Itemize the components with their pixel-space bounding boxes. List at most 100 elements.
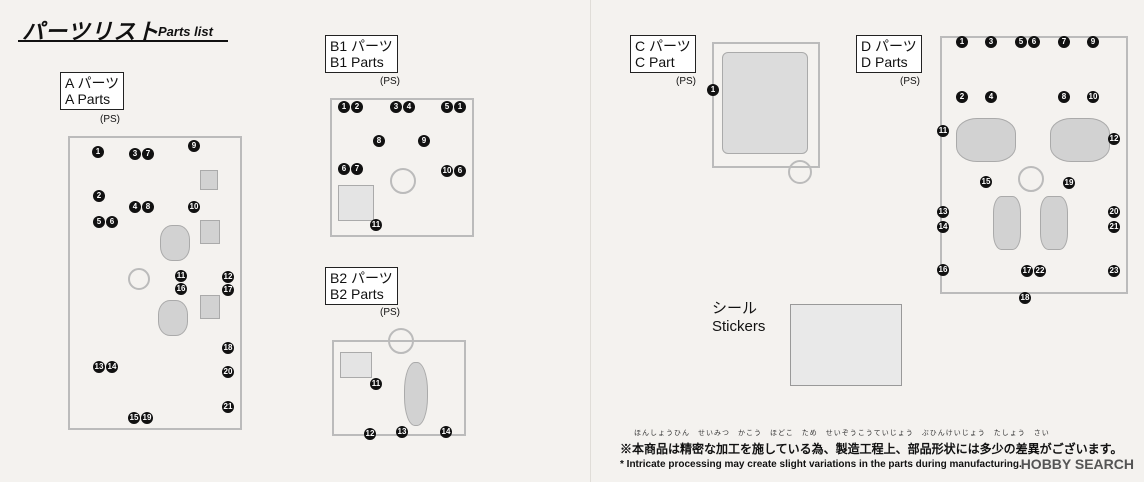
runner-d-number-badge: 6 <box>1028 36 1040 48</box>
runner-b1-gate-ring <box>390 168 416 194</box>
runner-d-number-badge: 10 <box>1087 91 1099 103</box>
runner-b2-label-jp: B2 パーツ <box>330 270 393 286</box>
runner-a-part <box>200 220 220 244</box>
runner-b1-number-badge: 1 <box>338 101 350 113</box>
runner-a-number-badge: 5 <box>93 216 105 228</box>
runner-c-label-en: C Part <box>635 54 675 70</box>
runner-a-number-badge: 3 <box>129 148 141 160</box>
runner-a-part <box>158 300 188 336</box>
runner-d-number-badge: 14 <box>937 221 949 233</box>
runner-a-number-badge: 18 <box>222 342 234 354</box>
runner-a-number-badge: 11 <box>175 270 187 282</box>
runner-a-number-badge: 4 <box>129 201 141 213</box>
runner-c-material: (PS) <box>676 76 696 87</box>
runner-b1-frame <box>330 98 474 237</box>
runner-b1-number-badge: 11 <box>370 219 382 231</box>
runner-d-number-badge: 2 <box>956 91 968 103</box>
runner-a-number-badge: 1 <box>92 146 104 158</box>
runner-c-label: C パーツ C Part <box>630 35 696 73</box>
runner-b1-label: B1 パーツ B1 Parts <box>325 35 398 73</box>
runner-d-frame <box>940 36 1128 294</box>
runner-d-material: (PS) <box>900 76 920 87</box>
runner-d-gate-ring <box>1018 166 1044 192</box>
runner-b2-number-badge: 12 <box>364 428 376 440</box>
runner-d-number-badge: 23 <box>1108 265 1120 277</box>
runner-a-number-badge: 15 <box>128 412 140 424</box>
runner-b2-part <box>404 362 428 426</box>
runner-a-number-badge: 19 <box>141 412 153 424</box>
title-underline <box>18 40 228 42</box>
runner-b1-number-badge: 7 <box>351 163 363 175</box>
runner-b2-label: B2 パーツ B2 Parts <box>325 267 398 305</box>
runner-a-number-badge: 12 <box>222 271 234 283</box>
note-ruby: ほんしょうひん せいみつ かこう ほどこ ため せいぞうこうていじょう ぶひんけ… <box>634 430 1050 437</box>
runner-b2-gate-ring <box>388 328 414 354</box>
runner-a-number-badge: 7 <box>142 148 154 160</box>
runner-b1-label-jp: B1 パーツ <box>330 38 393 54</box>
runner-b1-number-badge: 1 <box>454 101 466 113</box>
runner-a-number-badge: 6 <box>106 216 118 228</box>
runner-c-label-jp: C パーツ <box>635 38 691 54</box>
runner-a-label-jp: A パーツ <box>65 75 120 91</box>
runner-b1-number-badge: 9 <box>418 135 430 147</box>
runner-d-label-jp: D パーツ <box>861 38 917 54</box>
runner-b2-number-badge: 14 <box>440 426 452 438</box>
stickers-label: シール Stickers <box>712 300 765 336</box>
runner-d-number-badge: 22 <box>1034 265 1046 277</box>
runner-d-number-badge: 19 <box>1063 177 1075 189</box>
runner-a-gate-ring <box>128 268 150 290</box>
runner-b1-number-badge: 2 <box>351 101 363 113</box>
runner-d-part <box>1040 196 1068 250</box>
runner-d-part <box>1050 118 1110 162</box>
runner-b1-label-en: B1 Parts <box>330 54 384 70</box>
runner-d-number-badge: 4 <box>985 91 997 103</box>
runner-d-number-badge: 1 <box>956 36 968 48</box>
runner-a-frame <box>68 136 242 430</box>
runner-b1-number-badge: 8 <box>373 135 385 147</box>
runner-d-number-badge: 8 <box>1058 91 1070 103</box>
runner-b1-number-badge: 3 <box>390 101 402 113</box>
runner-d-number-badge: 16 <box>937 264 949 276</box>
runner-b2-number-badge: 13 <box>396 426 408 438</box>
watermark: HOBBY SEARCH <box>1020 456 1134 472</box>
runner-d-number-badge: 5 <box>1015 36 1027 48</box>
runner-a-number-badge: 20 <box>222 366 234 378</box>
runner-a-number-badge: 8 <box>142 201 154 213</box>
runner-a-number-badge: 9 <box>188 140 200 152</box>
runner-d-number-badge: 17 <box>1021 265 1033 277</box>
runner-d-number-badge: 7 <box>1058 36 1070 48</box>
runner-a-part <box>160 225 190 261</box>
runner-a-material: (PS) <box>100 114 120 125</box>
runner-d-number-badge: 15 <box>980 176 992 188</box>
runner-d-part <box>993 196 1021 250</box>
stickers-label-en: Stickers <box>712 318 766 335</box>
runner-b1-number-badge: 5 <box>441 101 453 113</box>
runner-d-number-badge: 9 <box>1087 36 1099 48</box>
parts-list-title-en: Parts list <box>158 24 213 39</box>
runner-d-number-badge: 11 <box>937 125 949 137</box>
runner-c-panel <box>722 52 808 154</box>
runner-a-number-badge: 21 <box>222 401 234 413</box>
runner-d-label-en: D Parts <box>861 54 908 70</box>
runner-a-number-badge: 2 <box>93 190 105 202</box>
runner-a-number-badge: 13 <box>93 361 105 373</box>
note-jp: ※本商品は精密な加工を施している為、製造工程上、部品形状には多少の差異がございま… <box>620 442 1123 456</box>
parts-list-title-jp: パーツリスト <box>22 19 160 44</box>
runner-b1-number-badge: 6 <box>338 163 350 175</box>
runner-a-part <box>200 170 218 190</box>
runner-a-label: A パーツ A Parts <box>60 72 125 110</box>
runner-b1-part <box>338 185 374 221</box>
sticker-sheet <box>790 304 902 386</box>
runner-a-part <box>200 295 220 319</box>
stickers-label-jp: シール <box>712 300 758 317</box>
runner-a-number-badge: 10 <box>188 201 200 213</box>
runner-d-number-badge: 13 <box>937 206 949 218</box>
runner-d-number-badge: 18 <box>1019 292 1031 304</box>
runner-a-number-badge: 16 <box>175 283 187 295</box>
runner-b1-material: (PS) <box>380 76 400 87</box>
page-fold <box>590 0 591 482</box>
runner-b2-part <box>340 352 372 378</box>
runner-b2-label-en: B2 Parts <box>330 286 384 302</box>
runner-d-number-badge: 21 <box>1108 221 1120 233</box>
